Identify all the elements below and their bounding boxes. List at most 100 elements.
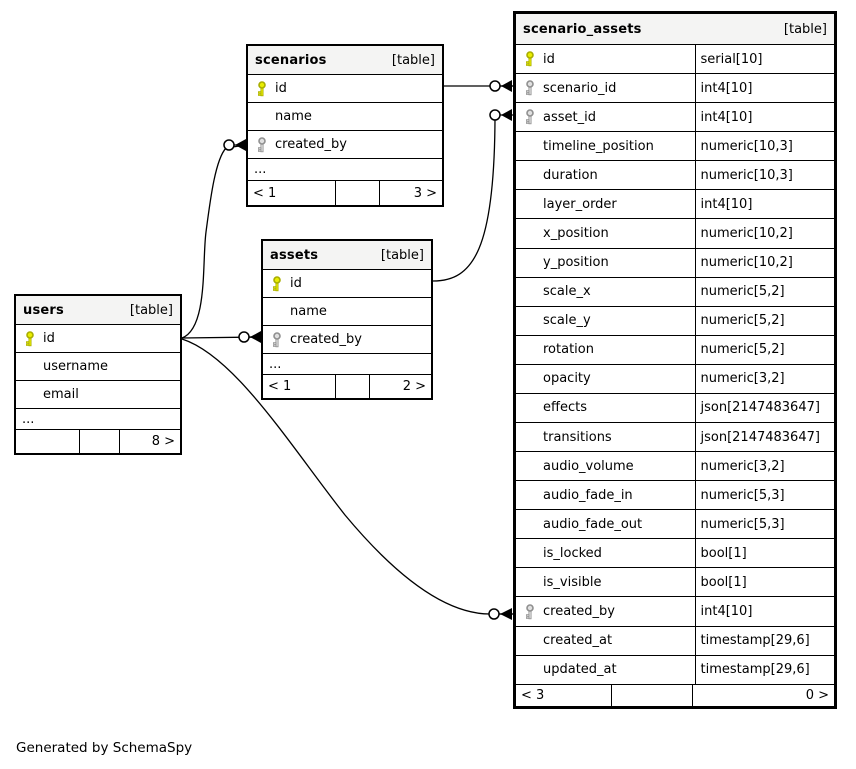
foreign-key-icon [258, 136, 266, 152]
column-name-cell: id [248, 75, 442, 102]
table-header[interactable]: users[table] [16, 296, 180, 324]
column-name-cell: opacity [516, 365, 695, 393]
column-name-cell: scenario_id [516, 74, 695, 102]
schemaspy-credit: Generated by SchemaSpy [16, 740, 193, 756]
column-type: numeric[3,2] [700, 371, 785, 387]
column-name: scale_y [543, 313, 591, 329]
column-name: id [43, 331, 55, 346]
column-type: int4[10] [700, 80, 753, 96]
foreign-key-icon [526, 80, 534, 96]
column-row-name[interactable]: name [263, 297, 431, 325]
column-row-id[interactable]: id [16, 324, 180, 352]
column-row-scale_y[interactable]: scale_y numeric[5,2] [516, 305, 834, 335]
table-header[interactable]: assets[table] [263, 241, 431, 269]
column-type: timestamp[29,6] [700, 633, 810, 649]
column-row-id[interactable]: id serial[10] [516, 44, 834, 74]
column-name-cell: updated_at [516, 656, 695, 684]
column-row-created_by[interactable]: created_by [263, 325, 431, 353]
column-name: name [290, 304, 327, 319]
pager-middle[interactable] [612, 684, 693, 706]
column-type-cell: int4[10] [694, 74, 835, 103]
column-name-cell: scale_y [516, 307, 695, 335]
column-name: created_by [290, 332, 362, 347]
arrowhead-asset-id [501, 109, 512, 121]
column-row-name[interactable]: name [248, 102, 442, 130]
column-type: int4[10] [700, 196, 753, 212]
pager-prev[interactable] [16, 430, 80, 453]
column-name-cell: created_by [263, 326, 431, 353]
column-row-username[interactable]: username [16, 352, 180, 380]
zero-circle-scenarios-created-by [223, 139, 235, 151]
column-type: numeric[5,3] [700, 487, 785, 503]
pager-next[interactable]: 3 > [413, 185, 437, 201]
column-type-cell: numeric[10,3] [694, 161, 835, 190]
column-row-id[interactable]: id [248, 74, 442, 102]
column-row-scenario_id[interactable]: scenario_id int4[10] [516, 73, 835, 103]
column-type: numeric[10,3] [700, 167, 793, 183]
column-type: numeric[5,2] [700, 313, 785, 329]
column-row-layer_order[interactable]: layer_order int4[10] [516, 189, 835, 219]
table-header[interactable]: scenario_assets[table] [516, 14, 834, 44]
column-name: updated_at [543, 662, 617, 678]
column-name-cell: is_locked [516, 539, 695, 567]
column-type-cell: timestamp[29,6] [694, 626, 835, 655]
column-type: bool[1] [700, 574, 747, 590]
pager-middle[interactable] [80, 430, 120, 453]
column-type-cell: int4[10] [694, 190, 835, 219]
column-type: numeric[5,3] [700, 516, 785, 532]
pager-next[interactable]: 2 > [402, 379, 426, 394]
column-name-cell: id [516, 45, 695, 73]
pager-middle[interactable] [336, 375, 370, 398]
column-name: id [290, 276, 302, 291]
column-type-cell: timestamp[29,6] [694, 655, 835, 684]
column-row-updated_at[interactable]: updated_at timestamp[29,6] [516, 654, 835, 684]
pager-prev[interactable]: < 1 [248, 181, 336, 205]
column-row-email[interactable]: email [16, 380, 180, 408]
pager-next[interactable]: 8 > [151, 434, 175, 449]
column-type-cell: numeric[5,2] [694, 277, 835, 306]
column-row-opacity[interactable]: opacity numeric[3,2] [516, 363, 834, 393]
pager-middle[interactable] [336, 181, 380, 205]
column-row-is_visible[interactable]: is_visible bool[1] [516, 567, 834, 597]
column-row-id[interactable]: id [263, 269, 431, 297]
pager-prev[interactable]: < 3 [516, 684, 612, 706]
column-row-duration[interactable]: duration numeric[10,3] [516, 160, 835, 190]
column-type: numeric[10,2] [700, 255, 793, 271]
column-name-cell: duration [516, 161, 695, 189]
pager-prev[interactable]: < 1 [263, 375, 336, 398]
column-name: created_at [543, 633, 613, 649]
primary-key-icon [273, 275, 281, 291]
foreign-key-icon [273, 331, 281, 347]
column-type: serial[10] [700, 51, 763, 67]
column-type: json[2147483647] [700, 400, 820, 416]
column-type-cell: numeric[5,3] [694, 481, 835, 510]
table-scenario-assets[interactable]: scenario_assets[table]id serial[10] scenar… [513, 11, 837, 709]
pager-next[interactable]: 0 > [805, 687, 829, 703]
column-name: scenario_id [543, 80, 617, 96]
more-columns-ellipsis: ... [248, 158, 442, 180]
primary-key-icon [26, 330, 34, 346]
table-tag: [table] [783, 21, 827, 37]
column-name-cell: is_visible [516, 568, 695, 596]
column-row-created_by[interactable]: created_by [248, 130, 442, 158]
table-header[interactable]: scenarios[table] [248, 46, 442, 74]
column-name: layer_order [543, 196, 617, 212]
column-row-created_at[interactable]: created_at timestamp[29,6] [516, 625, 835, 655]
column-name-cell: id [263, 270, 431, 297]
